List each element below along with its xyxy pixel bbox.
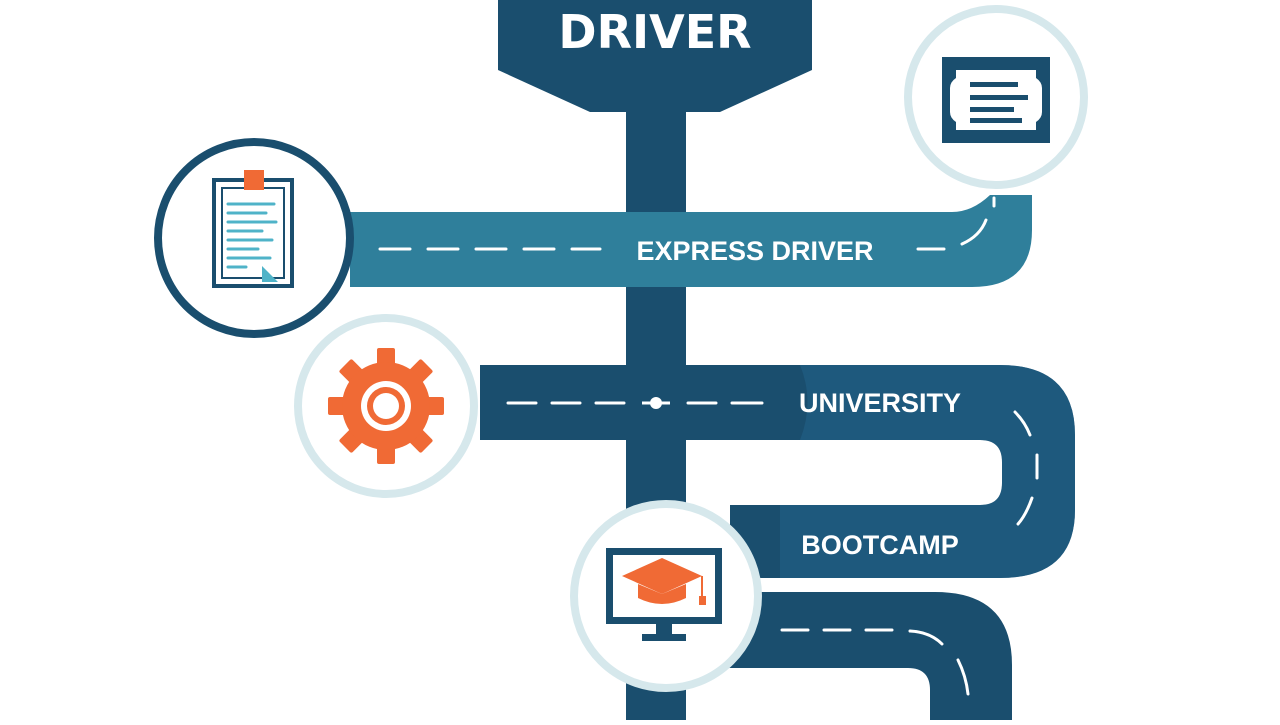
certificate-node [904,5,1088,189]
university-road-highlight [780,365,1075,578]
express-driver-lane-markings [378,196,996,251]
university-lane-markings [506,401,1039,526]
certificate-icon [942,57,1050,143]
title-signpost [498,0,812,112]
gear-icon [328,348,444,464]
clipboard-node [154,138,354,338]
clipboard-document-icon [212,170,294,288]
bootcamp-label: BOOTCAMP [801,530,959,560]
bottom-lane-markings [780,628,970,696]
gear-node [294,314,478,498]
title-label: DRIVER [558,5,751,59]
university-label: UNIVERSITY [799,388,961,418]
graduation-node [570,500,762,692]
express-driver-label: EXPRESS DRIVER [636,236,873,266]
graduation-cap-monitor-icon [606,548,722,641]
bottom-road [720,592,1012,725]
university-intersection-marker [642,397,670,409]
express-driver-road [350,195,1032,287]
